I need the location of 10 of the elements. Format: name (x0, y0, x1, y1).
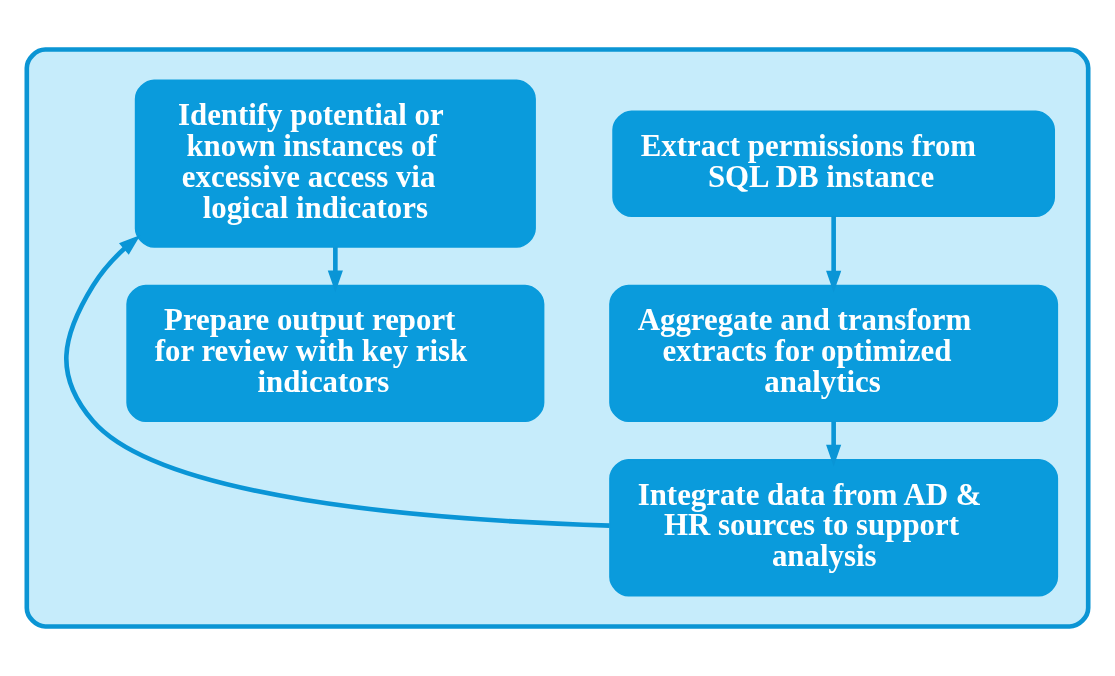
node-box: Integrate data from AD & HR sources to support analysis (609, 459, 1059, 597)
arrow (826, 421, 842, 467)
arrow (826, 216, 842, 293)
node-box: Extract permissions from SQL DB instance (612, 110, 1055, 217)
node-box: Prepare output report for review with key risk indicators (126, 284, 545, 423)
node-box: Aggregate and transform extracts for optimized analytics (609, 284, 1059, 423)
cluster (24, 47, 1091, 629)
arrow (64, 235, 610, 528)
arrow (327, 247, 343, 293)
node-box: Identify potential or known instances of excessive access via logical indicators (134, 79, 536, 248)
